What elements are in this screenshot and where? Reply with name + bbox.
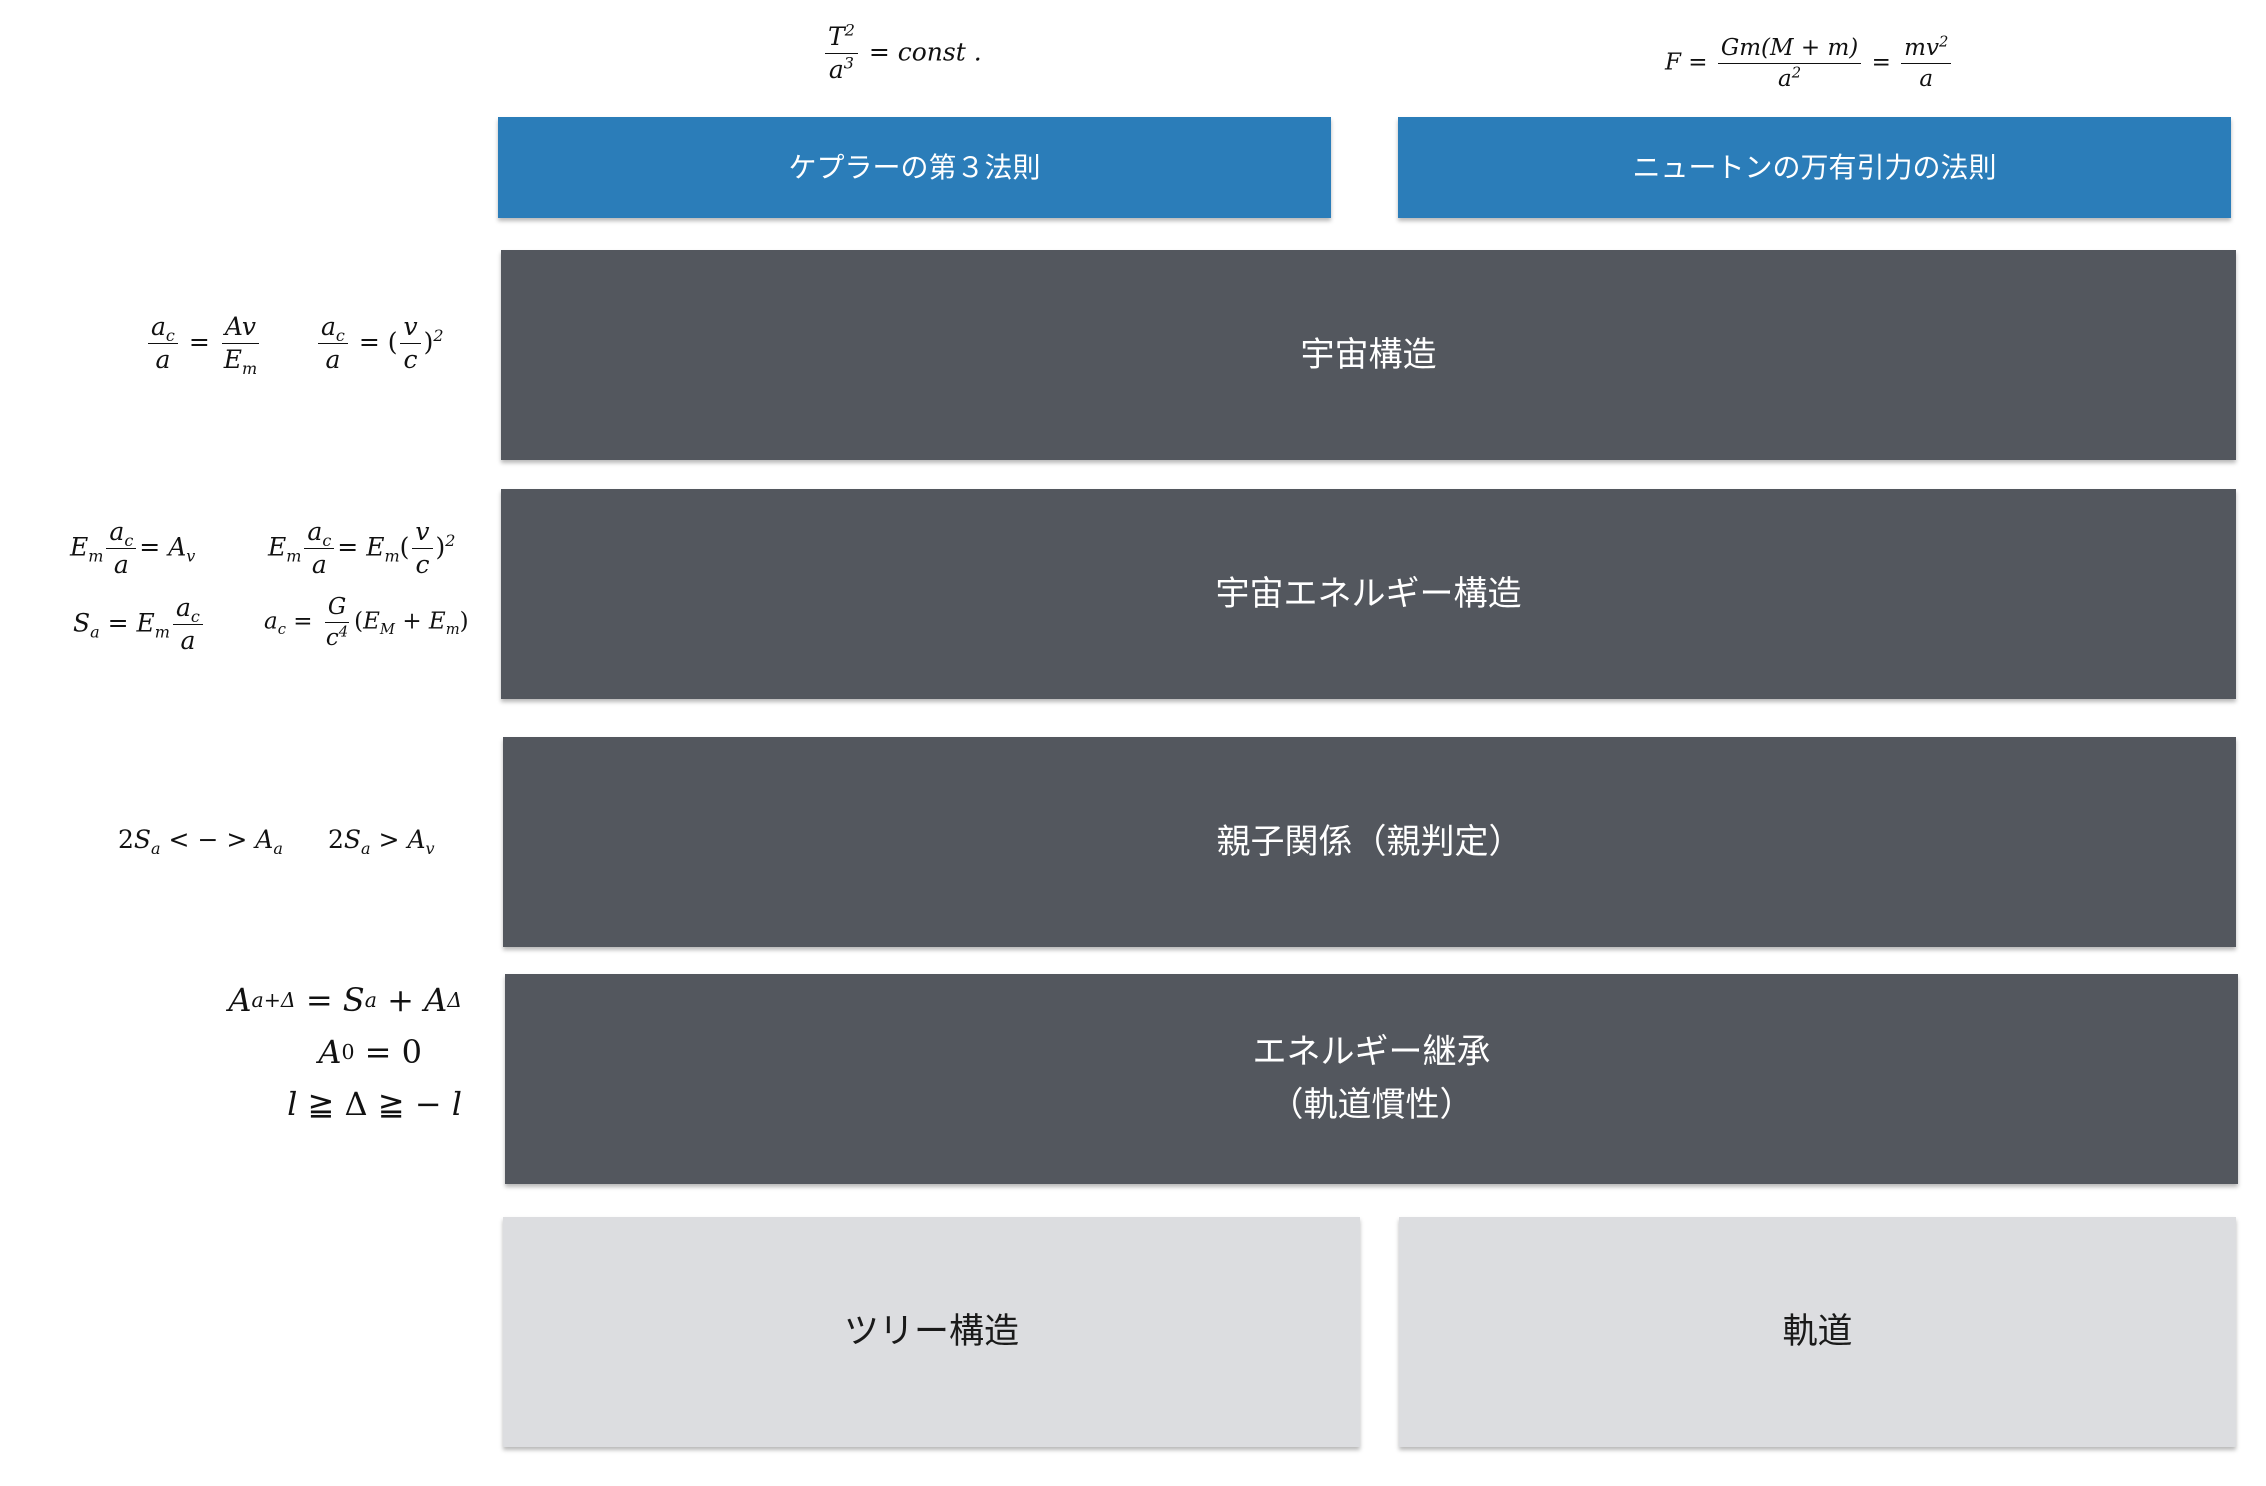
cosmic-structure-label: 宇宙構造 bbox=[1300, 334, 1437, 375]
parent-formula-1: 2Sa < − > Aa bbox=[118, 825, 283, 858]
energy-inheritance-box: エネルギー継承 （軌道慣性） bbox=[505, 974, 2238, 1184]
newton-law-box: ニュートンの万有引力の法則 bbox=[1398, 117, 2231, 218]
parent-child-box: 親子関係（親判定） bbox=[503, 737, 2236, 947]
parent-formula-2: 2Sa > Av bbox=[328, 825, 435, 858]
orbit-box: 軌道 bbox=[1399, 1217, 2236, 1447]
energy-inheritance-line2: （軌道慣性） bbox=[1269, 1085, 1474, 1125]
inheritance-formula-3: l ≧ Δ ≧ − l bbox=[287, 1085, 462, 1123]
cosmic-energy-structure-box: 宇宙エネルギー構造 bbox=[501, 489, 2236, 699]
parent-child-label: 親子関係（親判定） bbox=[1216, 821, 1523, 862]
orbit-label: 軌道 bbox=[1782, 1311, 1853, 1352]
tree-structure-box: ツリー構造 bbox=[503, 1217, 1360, 1447]
cosmic-structure-box: 宇宙構造 bbox=[501, 250, 2236, 460]
kepler-law-box: ケプラーの第３法則 bbox=[498, 117, 1331, 218]
cosmic-energy-structure-label: 宇宙エネルギー構造 bbox=[1215, 573, 1522, 614]
kepler-law-label: ケプラーの第３法則 bbox=[788, 150, 1041, 184]
energy-inheritance-line1: エネルギー継承 bbox=[1252, 1032, 1491, 1073]
newton-law-label: ニュートンの万有引力の法則 bbox=[1632, 150, 1997, 184]
tree-structure-label: ツリー構造 bbox=[843, 1311, 1019, 1352]
